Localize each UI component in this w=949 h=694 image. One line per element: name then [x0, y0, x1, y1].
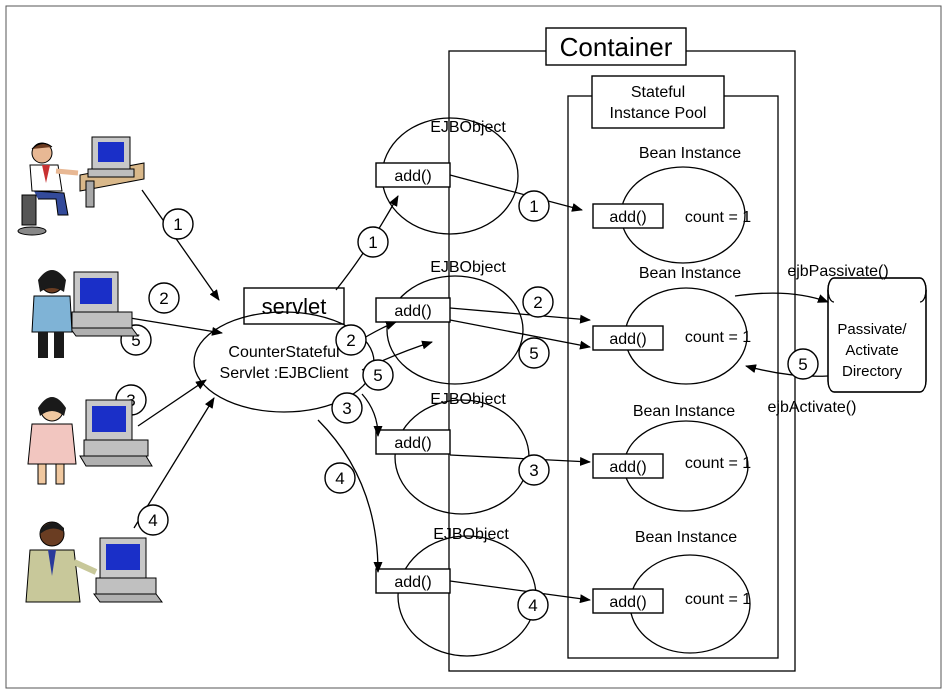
step-circle-5-bean: 5: [518, 337, 550, 369]
step-circle-5-client: 5: [362, 359, 394, 391]
directory-line2: Activate: [845, 342, 898, 359]
bean-instance-label: Bean Instance: [633, 403, 735, 420]
svg-text:3: 3: [342, 399, 351, 418]
ejbobject-label: EJBObject: [430, 391, 506, 408]
svg-text:4: 4: [335, 469, 344, 488]
female-user-computer-icon: [27, 397, 153, 485]
ejbobject-2: EJBObject add(): [375, 259, 524, 385]
bean-instance-4: Bean Instance add() count = 1: [592, 529, 751, 654]
svg-text:2: 2: [159, 289, 168, 308]
ejbobject-method-box: [375, 162, 451, 188]
svg-text:1: 1: [173, 215, 182, 234]
step-circle-1-user: 1: [162, 208, 194, 240]
pool-label-line2: Instance Pool: [610, 105, 707, 122]
bean-method-box: [592, 203, 664, 229]
svg-text:3: 3: [529, 461, 538, 480]
arrow-client-ejbobject4: [317, 419, 383, 573]
bean-instance-label: Bean Instance: [639, 265, 741, 282]
bean-method-box: [592, 453, 664, 479]
svg-text:1: 1: [368, 233, 377, 252]
bean-instance-3: Bean Instance add() count = 1: [592, 403, 751, 512]
arrow-user3-client: [137, 379, 207, 427]
ejbobject-label: EJBObject: [433, 526, 509, 543]
arrow-user2-client: [129, 317, 223, 336]
step-circle-3-client: 3: [331, 392, 363, 424]
step-circle-1-client: 1: [357, 226, 389, 258]
svg-text:5: 5: [131, 331, 140, 350]
svg-text:2: 2: [533, 293, 542, 312]
ejb-client-line2: Servlet :EJBClient: [220, 365, 349, 382]
ejbobject-4: EJBObject add(): [375, 526, 537, 657]
bean-count: count = 1: [685, 209, 751, 226]
container-label: Container: [560, 32, 673, 62]
step-circle-2-client: 2: [335, 324, 367, 356]
bean-count: count = 1: [685, 455, 751, 472]
arrow-activate: [745, 364, 829, 377]
ejb-activate-label: ejbActivate(): [768, 399, 857, 416]
ejbobject-method: add(): [394, 574, 431, 591]
ejbobject-label: EJBObject: [430, 119, 506, 136]
arrow-ejbobject2-bean2-step2: [449, 307, 591, 324]
directory-line3: Directory: [842, 363, 903, 380]
ejb-passivate-label: ejbPassivate(): [787, 263, 888, 280]
ejbobject-method: add(): [394, 303, 431, 320]
step-circle-4-user: 4: [137, 504, 169, 536]
ejb-client-line1: CounterStateful: [228, 344, 339, 361]
step-circle-3-bean: 3: [518, 454, 550, 486]
arrow-client-ejbobject3: [361, 393, 383, 437]
svg-text:4: 4: [528, 596, 537, 615]
container-box: [448, 50, 796, 672]
ejbobject-label: EJBObject: [430, 259, 506, 276]
svg-text:4: 4: [148, 511, 157, 530]
bean-instance-2: Bean Instance add() count = 1: [592, 265, 751, 385]
container-label-box: [545, 27, 687, 66]
step-circle-2-user: 2: [148, 282, 180, 314]
step-circle-4-client: 4: [324, 462, 356, 494]
ejbobject-3: EJBObject add(): [375, 391, 530, 515]
step-circle-2-bean: 2: [522, 286, 554, 318]
arrow-passivate: [734, 292, 829, 303]
arrow-ejbobject1-bean1: [449, 174, 583, 212]
svg-text:5: 5: [529, 344, 538, 363]
female-user-computer-icon: [31, 270, 139, 358]
step-circle-4-bean: 4: [517, 589, 549, 621]
pool-label-box: [591, 75, 725, 129]
bean-count: count = 1: [685, 329, 751, 346]
bean-instance-label: Bean Instance: [639, 145, 741, 162]
bean-method: add(): [609, 331, 646, 348]
bean-count: count = 1: [685, 591, 751, 608]
male-user-computer-icon: [17, 136, 145, 236]
step-circle-1-bean: 1: [518, 190, 550, 222]
svg-text:1: 1: [529, 197, 538, 216]
figure-border: [5, 5, 942, 689]
svg-text:5: 5: [373, 366, 382, 385]
instance-pool-box: [567, 95, 779, 659]
bean-method: add(): [609, 459, 646, 476]
svg-text:5: 5: [798, 355, 807, 374]
ejbobject-method: add(): [394, 168, 431, 185]
arrow-ejbobject2-bean2-step5: [449, 319, 591, 350]
bean-instance-label: Bean Instance: [635, 529, 737, 546]
bean-instance-1: Bean Instance add() count = 1: [592, 145, 751, 264]
bean-method: add(): [609, 594, 646, 611]
arrow-ejbobject4-bean4: [449, 580, 591, 604]
ejbobject-1: EJBObject add(): [375, 117, 519, 235]
step-circle-5-activate: 5: [787, 348, 819, 380]
bean-method-box: [592, 325, 664, 351]
pool-label-line1: Stateful: [631, 84, 685, 101]
bean-method: add(): [609, 209, 646, 226]
arrow-ejbobject3-bean3: [449, 454, 591, 466]
ejbobject-method: add(): [394, 435, 431, 452]
ejbobject-method-box: [375, 429, 451, 455]
ejbobject-method-box: [375, 297, 451, 323]
bean-method-box: [592, 588, 664, 614]
male-user-computer-icon: [25, 521, 163, 603]
svg-text:2: 2: [346, 331, 355, 350]
arrow-user1-client: [141, 189, 220, 301]
passivate-directory: Passivate/ Activate Directory: [827, 277, 927, 393]
directory-line1: Passivate/: [837, 321, 907, 338]
